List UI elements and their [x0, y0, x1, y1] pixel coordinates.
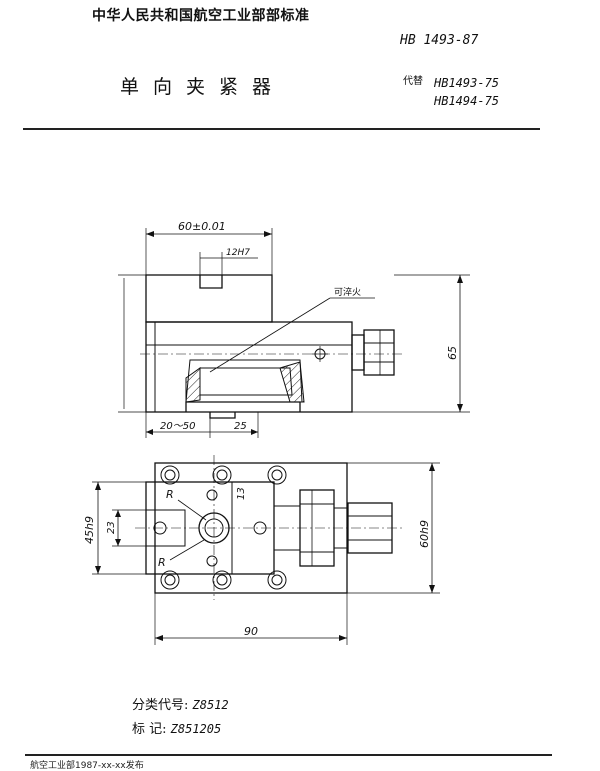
marking-label: 标 记 [132, 722, 163, 737]
classification-line: 分类代号: Z8512 [132, 698, 229, 713]
organization-header: 中华人民共和国航空工业部部标准 [92, 8, 310, 24]
replaces-standard-2: HB1494-75 [434, 94, 500, 108]
marking-line: 标 记: Z851205 [132, 722, 222, 737]
upper-block [145, 274, 273, 323]
classification-value: Z8512 [192, 698, 229, 712]
dim-65-label: 65 [446, 346, 459, 360]
replaces-standard-1: HB1493-75 [434, 76, 500, 90]
dim-90-label: 90 [244, 625, 258, 638]
footer-rule [25, 754, 552, 756]
radius-top-label: R [166, 488, 174, 501]
document-title: 单向夹紧器 [120, 76, 286, 98]
radius-bottom-label: R [158, 556, 166, 569]
dim-25-label: 25 [234, 421, 247, 432]
dim-20-50-label: 20～50 [160, 421, 195, 432]
screw-collar [351, 334, 365, 371]
dim-13-label: 13 [236, 487, 247, 500]
marking-value: Z851205 [170, 722, 222, 736]
clamp-body [145, 321, 353, 413]
footer-text: 航空工业部1987-xx-xx发布 [30, 761, 144, 771]
dim-12h7-label: 12H7 [226, 248, 250, 258]
standard-code: HB 1493-87 [400, 33, 479, 48]
dim-45h9-label: 45h9 [83, 516, 96, 544]
dim-60-label: 60±0.01 [178, 220, 226, 233]
dim-23-label: 23 [106, 521, 117, 534]
dim-60h9-label: 60h9 [418, 520, 431, 548]
classification-label: 分类代号 [132, 698, 185, 713]
annotation-label: 可淬火 [334, 286, 361, 298]
screw-head [363, 329, 395, 376]
replaces-label: 代替 [403, 76, 423, 87]
header-rule [23, 128, 540, 130]
